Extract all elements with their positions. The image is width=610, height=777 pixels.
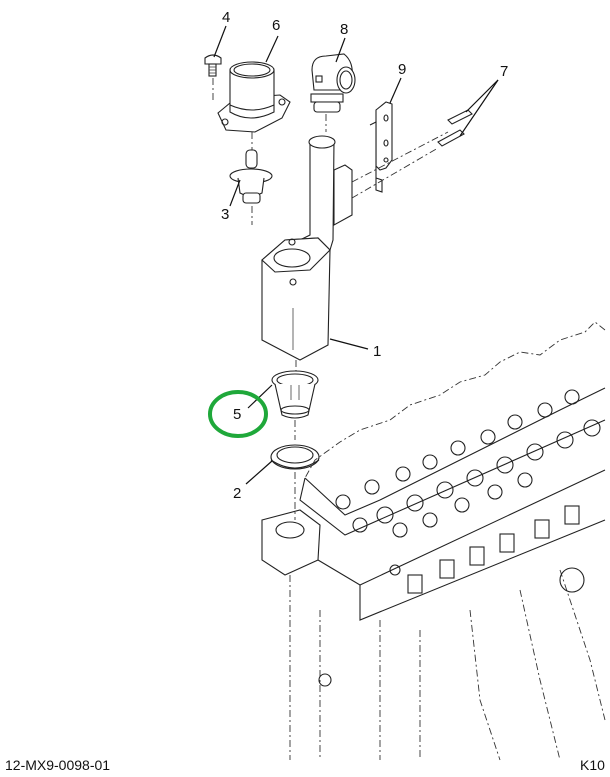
screen-part-5 xyxy=(271,370,319,440)
sheet-code: K10 xyxy=(580,757,605,773)
callout-3: 3 xyxy=(221,206,230,223)
bracket-part-9 xyxy=(351,101,449,199)
callout-6: 6 xyxy=(272,17,281,34)
engine-block xyxy=(261,321,606,761)
seal-ring-part-2 xyxy=(270,444,320,520)
thermostat-part-3 xyxy=(229,149,273,225)
callout-7: 7 xyxy=(500,63,509,80)
callout-1: 1 xyxy=(373,343,382,360)
callout-2: 2 xyxy=(233,485,242,502)
callout-9: 9 xyxy=(398,61,407,78)
housing-body-part-1 xyxy=(261,135,353,372)
callout-4: 4 xyxy=(222,9,231,26)
callout-8: 8 xyxy=(340,21,349,38)
drawing-number: 12-MX9-0098-01 xyxy=(5,757,111,773)
bolt-part-4 xyxy=(204,54,222,100)
leader-lines xyxy=(213,25,499,485)
highlight-circle xyxy=(208,390,268,438)
callout-5: 5 xyxy=(233,406,242,423)
elbow-fitting-part-8 xyxy=(310,53,356,132)
outlet-housing-part-6 xyxy=(217,61,291,150)
bolts-part-7 xyxy=(437,109,473,147)
